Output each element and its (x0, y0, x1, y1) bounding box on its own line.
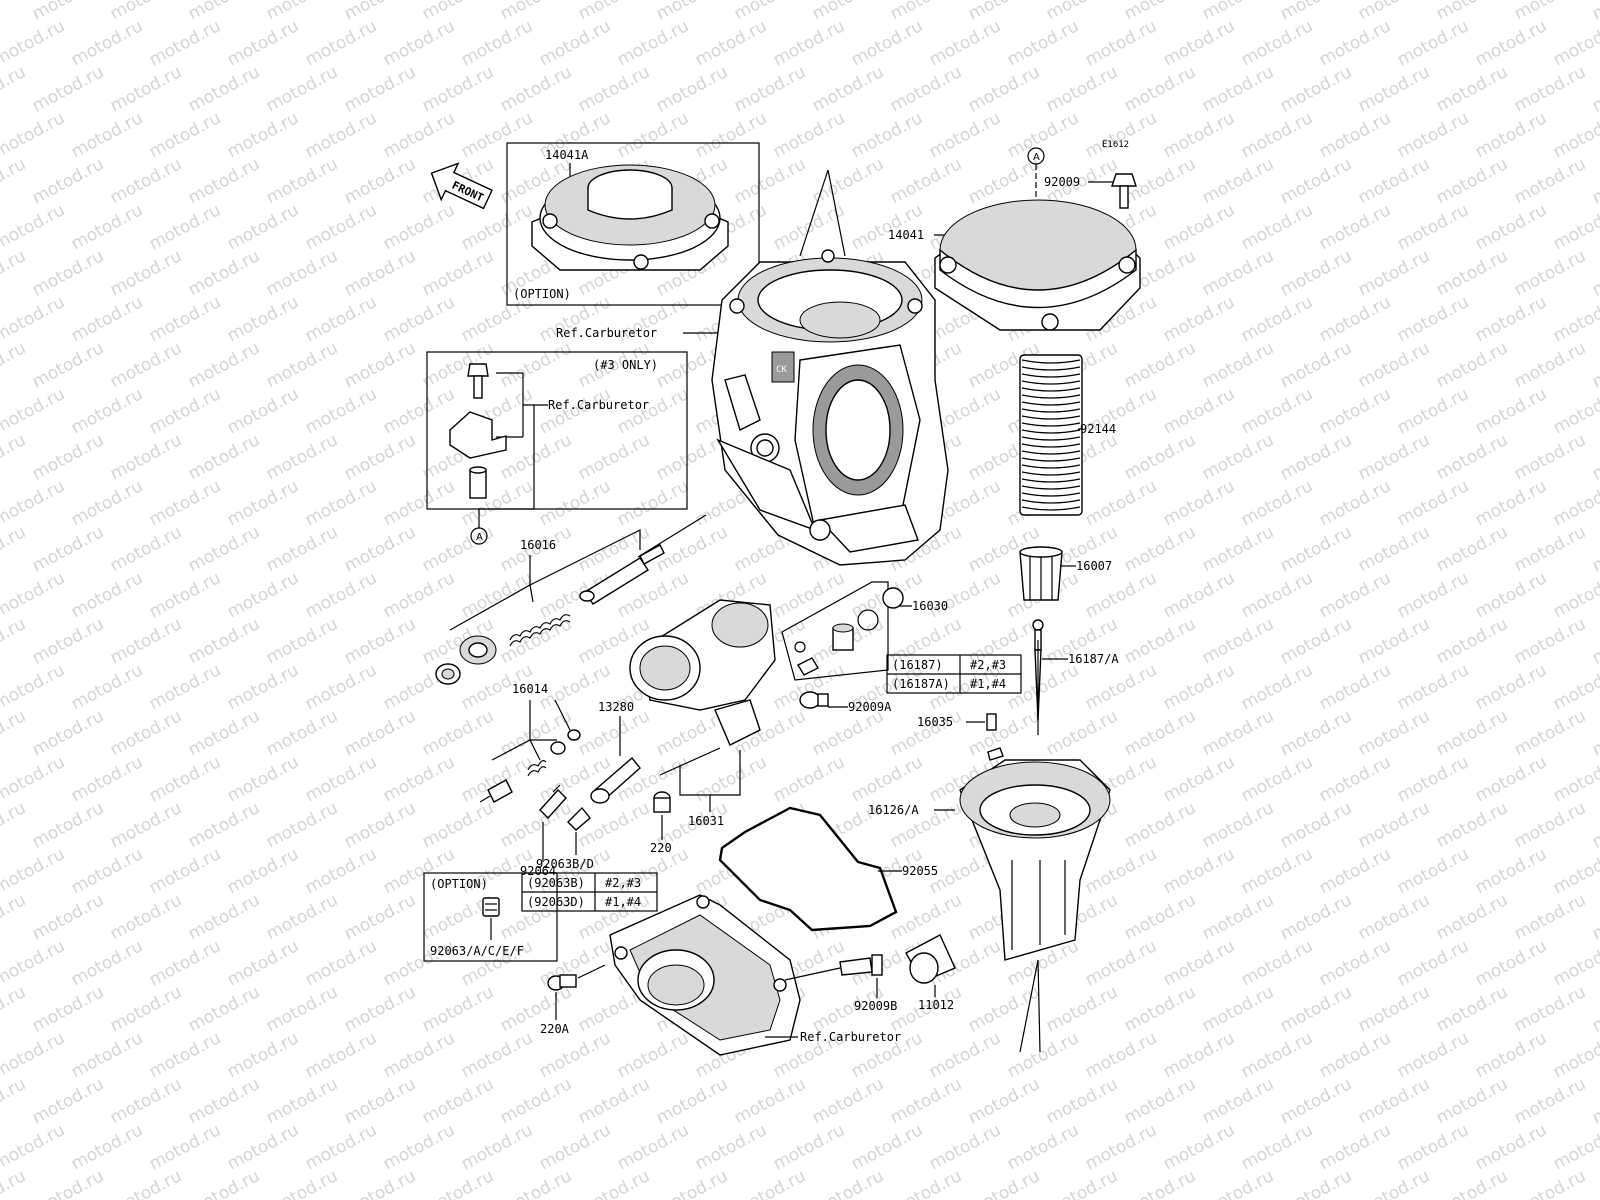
label-16126a: 16126/A (868, 803, 919, 817)
option-top-part-label: 14041A (545, 148, 589, 162)
intake-bore-drawing (629, 599, 776, 776)
label-16035: 16035 (917, 715, 953, 729)
plunger-16016-drawing (435, 544, 665, 685)
label-92064: 92064 (520, 864, 556, 878)
only3-ref-label: Ref.Carburetor (548, 398, 649, 412)
label-16031: 16031 (688, 814, 724, 828)
watermark-text: motod.ru (1589, 0, 1600, 24)
jet-16035-drawing (986, 713, 997, 731)
holder-16007-drawing (1019, 546, 1063, 601)
label-16007: 16007 (1076, 559, 1112, 573)
option-bottom-box (423, 872, 558, 962)
screw-220-drawing (653, 791, 671, 813)
plug-11012-drawing (905, 934, 956, 984)
spring-coil (1021, 422, 1081, 427)
kit-16030-drawing (794, 587, 904, 676)
collar-only3-drawing (469, 466, 487, 499)
spring-coil (1021, 457, 1081, 462)
spring-coil (1021, 443, 1081, 448)
label-92144: 92144 (1080, 422, 1116, 436)
label-16030: 16030 (912, 599, 948, 613)
screw-16014-drawing (479, 729, 581, 803)
marker-a-only3: A (476, 532, 483, 543)
screw-only3-drawing (467, 363, 489, 399)
piston-16126-drawing (959, 747, 1111, 961)
option-bottom-part: 92063/A/C/E/F (430, 944, 524, 958)
label-92063bd: 92063B/D (536, 857, 594, 871)
cap-14041a-drawing (531, 164, 729, 271)
screw-92009-drawing (1111, 173, 1137, 209)
screw-92063bd-drawing (567, 806, 591, 831)
t92063-row0-cyl: #2,#3 (605, 876, 641, 890)
spring-coil (1021, 401, 1081, 406)
spring-coil (1021, 485, 1081, 490)
diagram-code: E1612 (1102, 140, 1129, 150)
label-220: 220 (650, 841, 672, 855)
ck-logo-icon: CK (776, 365, 787, 375)
spring-coil (1021, 387, 1081, 392)
spring-coil (1021, 366, 1081, 371)
label-11012: 11012 (918, 998, 954, 1012)
option-top-box (506, 142, 760, 306)
bracket-only3-drawing (449, 411, 507, 459)
spring-coil (1021, 450, 1081, 455)
kit-16030-outline (781, 581, 889, 681)
cap-14041-drawing (934, 199, 1141, 331)
label-14041: 14041 (888, 228, 924, 242)
t16187-row1-cyl: #1,#4 (970, 677, 1006, 691)
spring-92144-drawing (1019, 354, 1083, 516)
screw-92009b-drawing (839, 954, 883, 976)
marker-a-top: A (1033, 152, 1040, 163)
label-16187a: 16187/A (1068, 652, 1119, 666)
spring-coil (1021, 394, 1081, 399)
gasket-92055-drawing (718, 806, 898, 932)
spring-coil (1021, 415, 1081, 420)
t16187-row1-part: (16187A) (892, 677, 950, 691)
screw-220a-drawing (547, 974, 577, 991)
spring-coil (1021, 499, 1081, 504)
spring-coil (1021, 506, 1081, 511)
spring-coil (1021, 359, 1081, 364)
label-92009b: 92009B (854, 999, 897, 1013)
label-16016: 16016 (520, 538, 556, 552)
spring-coil (1021, 373, 1081, 378)
spring-coil (1021, 471, 1081, 476)
carburetor-body-drawing: CK (711, 169, 949, 566)
label-92009: 92009 (1044, 175, 1080, 189)
only3-note: (#3 ONLY) (593, 358, 658, 372)
label-220a: 220A (540, 1022, 570, 1036)
label-16014: 16014 (512, 682, 548, 696)
label-92055: 92055 (902, 864, 938, 878)
screw-92063-option-drawing (482, 897, 500, 917)
float-bowl-drawing (609, 894, 801, 1056)
spring-coil (1021, 380, 1081, 385)
option-bottom-note: (OPTION) (430, 877, 488, 891)
spring-coil (1021, 492, 1081, 497)
spring-coil (1021, 429, 1081, 434)
label-ref-carburetor-bottom: Ref.Carburetor (800, 1030, 901, 1044)
t16187-row0-part: (16187) (892, 658, 943, 672)
label-92009a: 92009A (848, 700, 892, 714)
label-13280: 13280 (598, 700, 634, 714)
screw-92064-drawing (539, 784, 567, 820)
t92063-row1-part: (92063D) (527, 895, 585, 909)
spring-coil (1021, 436, 1081, 441)
screw-13280-drawing (590, 756, 641, 804)
spring-coil (1021, 478, 1081, 483)
spring-coil (1021, 408, 1081, 413)
t16187-row0-cyl: #2,#3 (970, 658, 1006, 672)
front-arrow-icon: FRONT (430, 162, 493, 210)
t92063-row1-cyl: #1,#4 (605, 895, 641, 909)
option-top-note: (OPTION) (513, 287, 571, 301)
label-ref-carburetor-top: Ref.Carburetor (556, 326, 657, 340)
t92063-row0-part: (92063B) (527, 876, 585, 890)
screw-92009a-drawing (799, 691, 829, 709)
only3-box (426, 351, 688, 510)
spring-coil (1021, 464, 1081, 469)
